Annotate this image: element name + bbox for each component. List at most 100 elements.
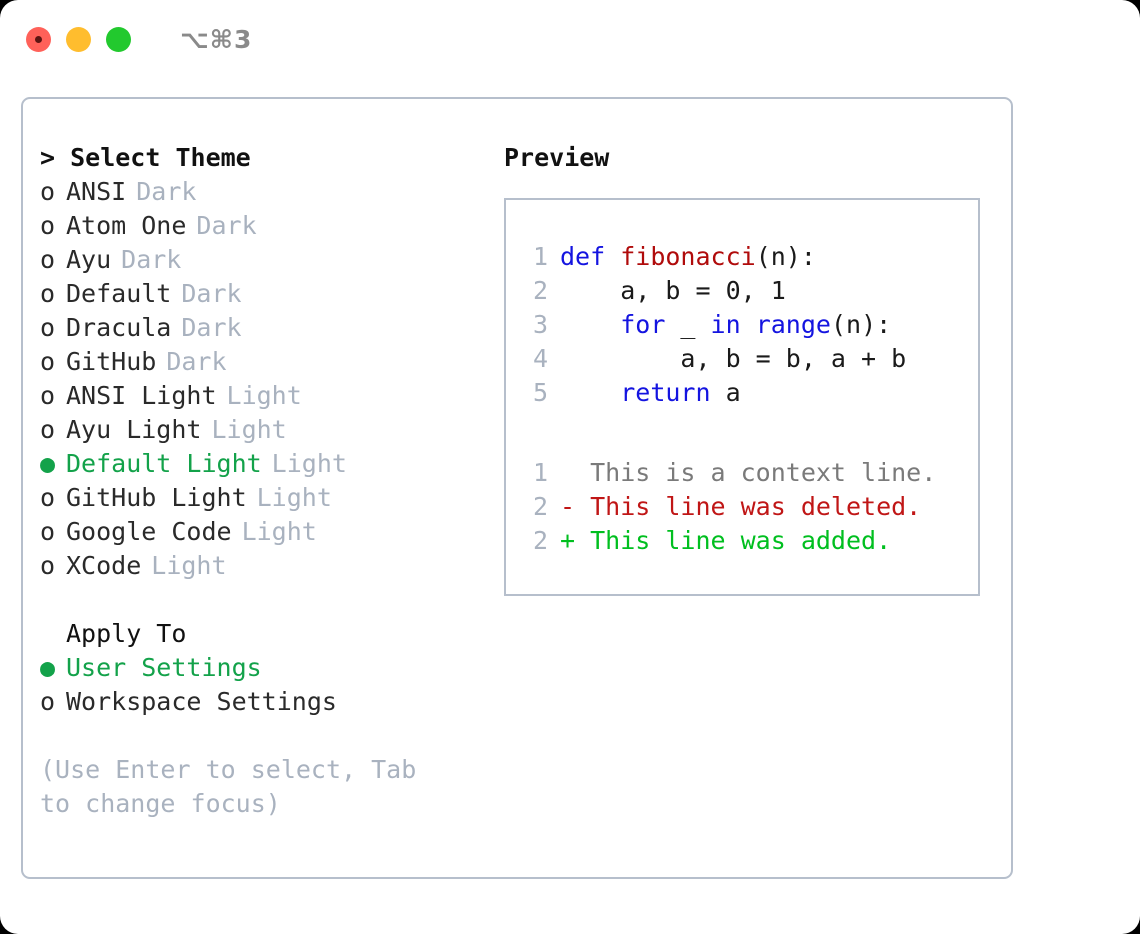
diff-text: + This line was added. [560,526,892,555]
theme-option-label: Atom One [66,211,187,240]
preview-title: Preview [504,143,610,172]
radio-unselected-icon: o [40,211,56,240]
theme-mode-tag: Light [256,483,332,512]
code-line: 3 for _ in range(n): [524,308,978,342]
code-token [560,378,620,407]
code-token: a, b = 0, 1 [560,276,786,305]
code-token: return [620,378,711,407]
title-bar: ⌥⌘3 [0,0,1140,78]
theme-option-label: XCode [66,551,142,580]
theme-mode-tag: Light [241,517,317,546]
line-number: 1 [532,458,548,487]
apply-to-option-item[interactable]: o Workspace Settings [40,685,485,719]
code-token: in [710,310,741,339]
radio-unselected-icon: o [40,177,56,206]
diff-sample: 1 This is a context line.2- This line wa… [524,456,978,558]
theme-option-label: Google Code [66,517,232,546]
apply-to-option-label: User Settings [66,653,262,682]
close-window-button[interactable] [26,26,51,52]
code-token: _ [665,310,711,339]
radio-selected-icon: ● [40,653,56,682]
diff-line: 2 - This line was deleted. [524,490,978,524]
minimize-window-button[interactable] [66,26,91,52]
theme-option-item[interactable]: o Google Code Light [40,515,485,549]
theme-mode-tag: Light [226,381,302,410]
code-line: 2 a, b = 0, 1 [524,274,978,308]
line-number: 2 [532,492,548,521]
theme-option-label: Ayu [66,245,112,274]
theme-option-item[interactable]: o Ayu Dark [40,243,485,277]
theme-option-label: Default [66,279,172,308]
radio-unselected-icon: o [40,313,56,342]
theme-option-label: Default Light [66,449,262,478]
theme-option-label: Dracula [66,313,172,342]
radio-unselected-icon: o [40,687,56,716]
theme-option-label: GitHub [66,347,157,376]
keyboard-hint-text: (Use Enter to select, Tab to change focu… [40,755,417,818]
radio-unselected-icon: o [40,279,56,308]
list-spacer [40,583,485,617]
theme-mode-tag: Dark [196,211,257,240]
radio-unselected-icon: o [40,415,56,444]
theme-mode-tag: Dark [181,313,242,342]
apply-to-option-label: Workspace Settings [66,687,337,716]
keyboard-shortcut-label: ⌥⌘3 [180,24,253,54]
code-token [741,310,756,339]
select-theme-header: > Select Theme [40,143,251,172]
code-line: 5 return a [524,376,978,410]
diff-line: 1 This is a context line. [524,456,978,490]
theme-mode-tag: Dark [181,279,242,308]
code-token: for [620,310,666,339]
apply-to-list[interactable]: ● User Settings o Workspace Settings [40,651,485,719]
maximize-window-button[interactable] [106,26,131,52]
line-number: 2 [532,276,548,305]
apply-to-option-item[interactable]: ● User Settings [40,651,485,685]
theme-option-item[interactable]: o ANSI Light Light [40,379,485,413]
theme-option-item[interactable]: o Atom One Dark [40,209,485,243]
theme-option-label: ANSI [66,177,127,206]
theme-option-label: ANSI Light [66,381,217,410]
diff-line: 2 + This line was added. [524,524,978,558]
theme-option-label: Ayu Light [66,415,202,444]
theme-option-label: GitHub Light [66,483,247,512]
line-number: 3 [532,310,548,339]
theme-option-item[interactable]: o Default Dark [40,277,485,311]
code-token: def [560,242,606,271]
theme-mode-tag: Dark [121,245,182,274]
diff-text: - This line was deleted. [560,492,922,521]
code-token: a, b = b, a + b [560,344,907,373]
theme-mode-tag: Dark [136,177,197,206]
theme-mode-tag: Light [151,551,227,580]
theme-option-item[interactable]: o ANSI Dark [40,175,485,209]
line-number: 4 [532,344,548,373]
code-token [605,242,620,271]
code-token: fibonacci [620,242,756,271]
radio-unselected-icon: o [40,347,56,376]
radio-unselected-icon: o [40,245,56,274]
preview-gap [524,410,978,456]
diff-text: This is a context line. [560,458,937,487]
line-number: 5 [532,378,548,407]
radio-unselected-icon: o [40,381,56,410]
code-token: a [710,378,741,407]
theme-option-item[interactable]: o Dracula Dark [40,311,485,345]
apply-to-header: Apply To [66,619,187,648]
radio-unselected-icon: o [40,517,56,546]
theme-mode-tag: Light [271,449,347,478]
line-number: 2 [532,526,548,555]
code-token: range [755,310,831,339]
code-token: (n): [830,310,892,339]
